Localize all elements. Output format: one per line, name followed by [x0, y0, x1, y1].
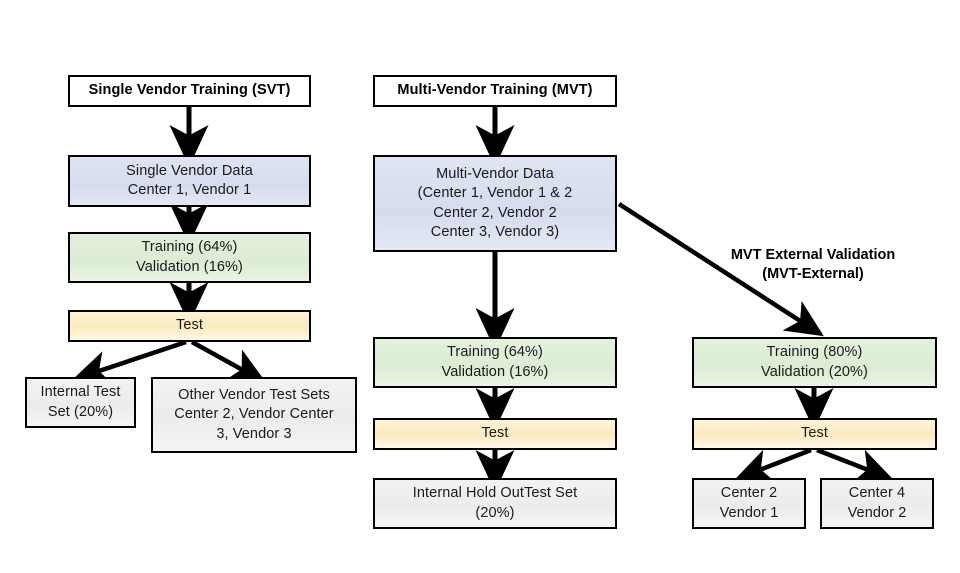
svt-header-box[interactable]: Single Vendor Training (SVT)	[68, 75, 311, 107]
mvt-data-box[interactable]: Multi-Vendor Data (Center 1, Vendor 1 & …	[373, 155, 617, 252]
mvt-external-center2-label: Center 2 Vendor 1	[719, 485, 779, 521]
arrow-svt-test-to-internal	[72, 339, 187, 385]
mvt-external-center4-box[interactable]: Center 4 Vendor 2	[820, 478, 934, 529]
mvt-header-box[interactable]: Multi-Vendor Training (MVT)	[373, 75, 617, 107]
mvt-split-label: Training (64%) Validation (16%)	[441, 344, 549, 380]
mvt-external-center2-box[interactable]: Center 2 Vendor 1	[692, 478, 806, 529]
svt-internal-test-set-label: Internal Test Set (20%)	[40, 384, 121, 420]
mvt-internal-holdout-label: Internal Hold OutTest Set (20%)	[412, 485, 578, 521]
svt-test-box[interactable]: Test	[68, 310, 311, 342]
mvt-external-test-label: Test	[801, 425, 828, 442]
mvt-external-caption-label: MVT External Validation (MVT-External)	[730, 246, 896, 283]
arrow-external-test-to-center4	[816, 447, 894, 483]
mvt-external-center4-label: Center 4 Vendor 2	[847, 485, 907, 521]
svt-split-box[interactable]: Training (64%) Validation (16%)	[68, 232, 311, 283]
mvt-header-label: Multi-Vendor Training (MVT)	[397, 82, 593, 99]
svt-data-box[interactable]: Single Vendor Data Center 1, Vendor 1	[68, 155, 311, 207]
svt-data-label: Single Vendor Data Center 1, Vendor 1	[126, 162, 253, 198]
mvt-test-box[interactable]: Test	[373, 418, 617, 450]
svt-split-label: Training (64%) Validation (16%)	[136, 239, 243, 275]
svt-other-vendor-test-sets-box[interactable]: Other Vendor Test Sets Center 2, Vendor …	[151, 377, 357, 453]
svt-internal-test-set-box[interactable]: Internal Test Set (20%)	[25, 377, 136, 428]
arrow-svt-test-to-othervendor	[190, 340, 267, 384]
mvt-split-box[interactable]: Training (64%) Validation (16%)	[373, 337, 617, 388]
mvt-data-label: Multi-Vendor Data (Center 1, Vendor 1 & …	[417, 166, 573, 240]
mvt-external-test-box[interactable]: Test	[692, 418, 937, 450]
svt-other-vendor-test-sets-label: Other Vendor Test Sets Center 2, Vendor …	[174, 387, 334, 442]
mvt-internal-holdout-box[interactable]: Internal Hold OutTest Set (20%)	[373, 478, 617, 529]
arrow-external-test-to-center2	[734, 447, 812, 483]
mvt-external-split-label: Training (80%) Validation (20%)	[761, 344, 868, 380]
svt-header-label: Single Vendor Training (SVT)	[88, 82, 291, 99]
svt-test-label: Test	[176, 317, 203, 334]
mvt-external-split-box[interactable]: Training (80%) Validation (20%)	[692, 337, 937, 388]
mvt-external-caption: MVT External Validation (MVT-External)	[683, 226, 943, 285]
mvt-test-label: Test	[481, 425, 509, 442]
